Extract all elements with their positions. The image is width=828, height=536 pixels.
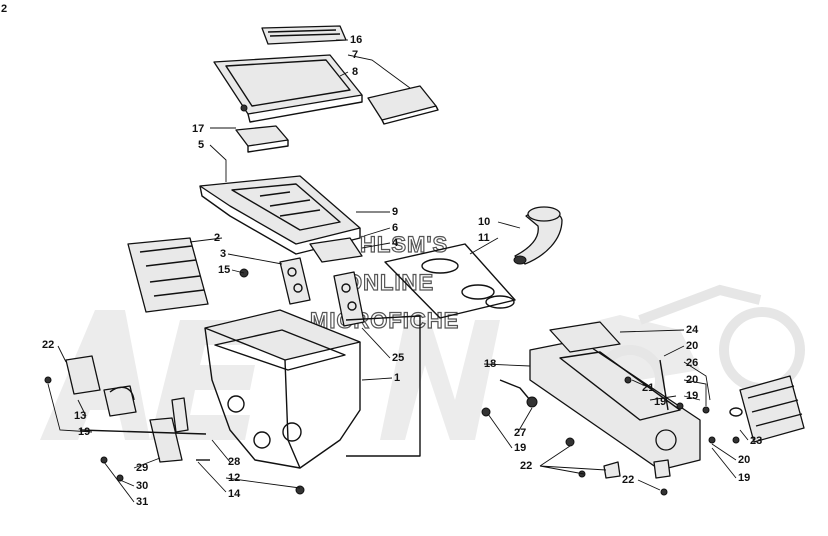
watermark-line-3: MICROFICHE: [310, 308, 459, 333]
watermark-line-2: ONLINE: [345, 270, 434, 295]
gasket-and-plate: [309, 237, 516, 319]
callout-label: 20: [686, 374, 698, 386]
callout-label: 26: [686, 357, 698, 369]
callout-label: 28: [228, 456, 240, 468]
callout-label: 19: [738, 472, 750, 484]
callout-label: 11: [478, 232, 490, 244]
watermark-text: HLSM'S ONLINE MICROFICHE: [309, 231, 459, 333]
callout-label: 27: [514, 427, 526, 439]
callout-label: 1: [394, 372, 400, 384]
callout-label: 7: [352, 49, 358, 61]
leader-lines: [47, 39, 749, 503]
callout-label: 18: [484, 358, 496, 370]
callout-label: 31: [136, 496, 148, 508]
callout-label: 23: [750, 435, 762, 447]
left-linkage: [44, 355, 210, 482]
right-silencer: [739, 375, 805, 443]
filter-bracket: [235, 104, 289, 153]
intake-elbow: [513, 206, 563, 265]
callout-label: 6: [392, 222, 398, 234]
callout-label: 22: [42, 339, 54, 351]
callout-label: 30: [136, 480, 148, 492]
callout-label: 20: [686, 340, 698, 352]
callout-label: 25: [392, 352, 404, 364]
callout-label: 19: [654, 396, 666, 408]
callout-label: 24: [686, 324, 699, 336]
callout-label: 10: [478, 216, 490, 228]
right-hardware: [481, 359, 743, 496]
callout-label: 21: [642, 382, 654, 394]
callout-label: 19: [514, 442, 526, 454]
callout-label: 20: [738, 454, 750, 466]
left-silencer: [127, 237, 209, 313]
callout-label: 22: [520, 460, 532, 472]
callout-label: 2: [214, 232, 220, 244]
callout-label: 5: [198, 139, 204, 151]
right-intake-duct: [499, 321, 701, 471]
figure-number: 2: [1, 3, 7, 15]
callout-label: 17: [192, 123, 204, 135]
callout-labels: 16 7 8 17 5 9 6 4 10 11 2 3 15 25 1 22 1…: [42, 34, 762, 508]
airbox-lid: [199, 175, 361, 255]
callout-label: 19: [686, 390, 698, 402]
callout-label: 13: [74, 410, 86, 422]
callout-label: 12: [228, 472, 240, 484]
callout-label: 15: [218, 264, 230, 276]
silencer-baffle: [239, 257, 365, 327]
callout-label: 19: [78, 426, 90, 438]
callout-label: 29: [136, 462, 148, 474]
callout-label: 3: [220, 248, 226, 260]
callout-label: 22: [622, 474, 634, 486]
callout-label: 4: [392, 237, 399, 249]
callout-label: 8: [352, 66, 358, 78]
main-airbox: [204, 309, 421, 495]
callout-label: 14: [228, 488, 241, 500]
air-filter-cover: [213, 25, 439, 125]
callout-label: 9: [392, 206, 398, 218]
watermark-line-1: HLSM'S: [360, 232, 448, 257]
callout-label: 16: [350, 34, 362, 46]
